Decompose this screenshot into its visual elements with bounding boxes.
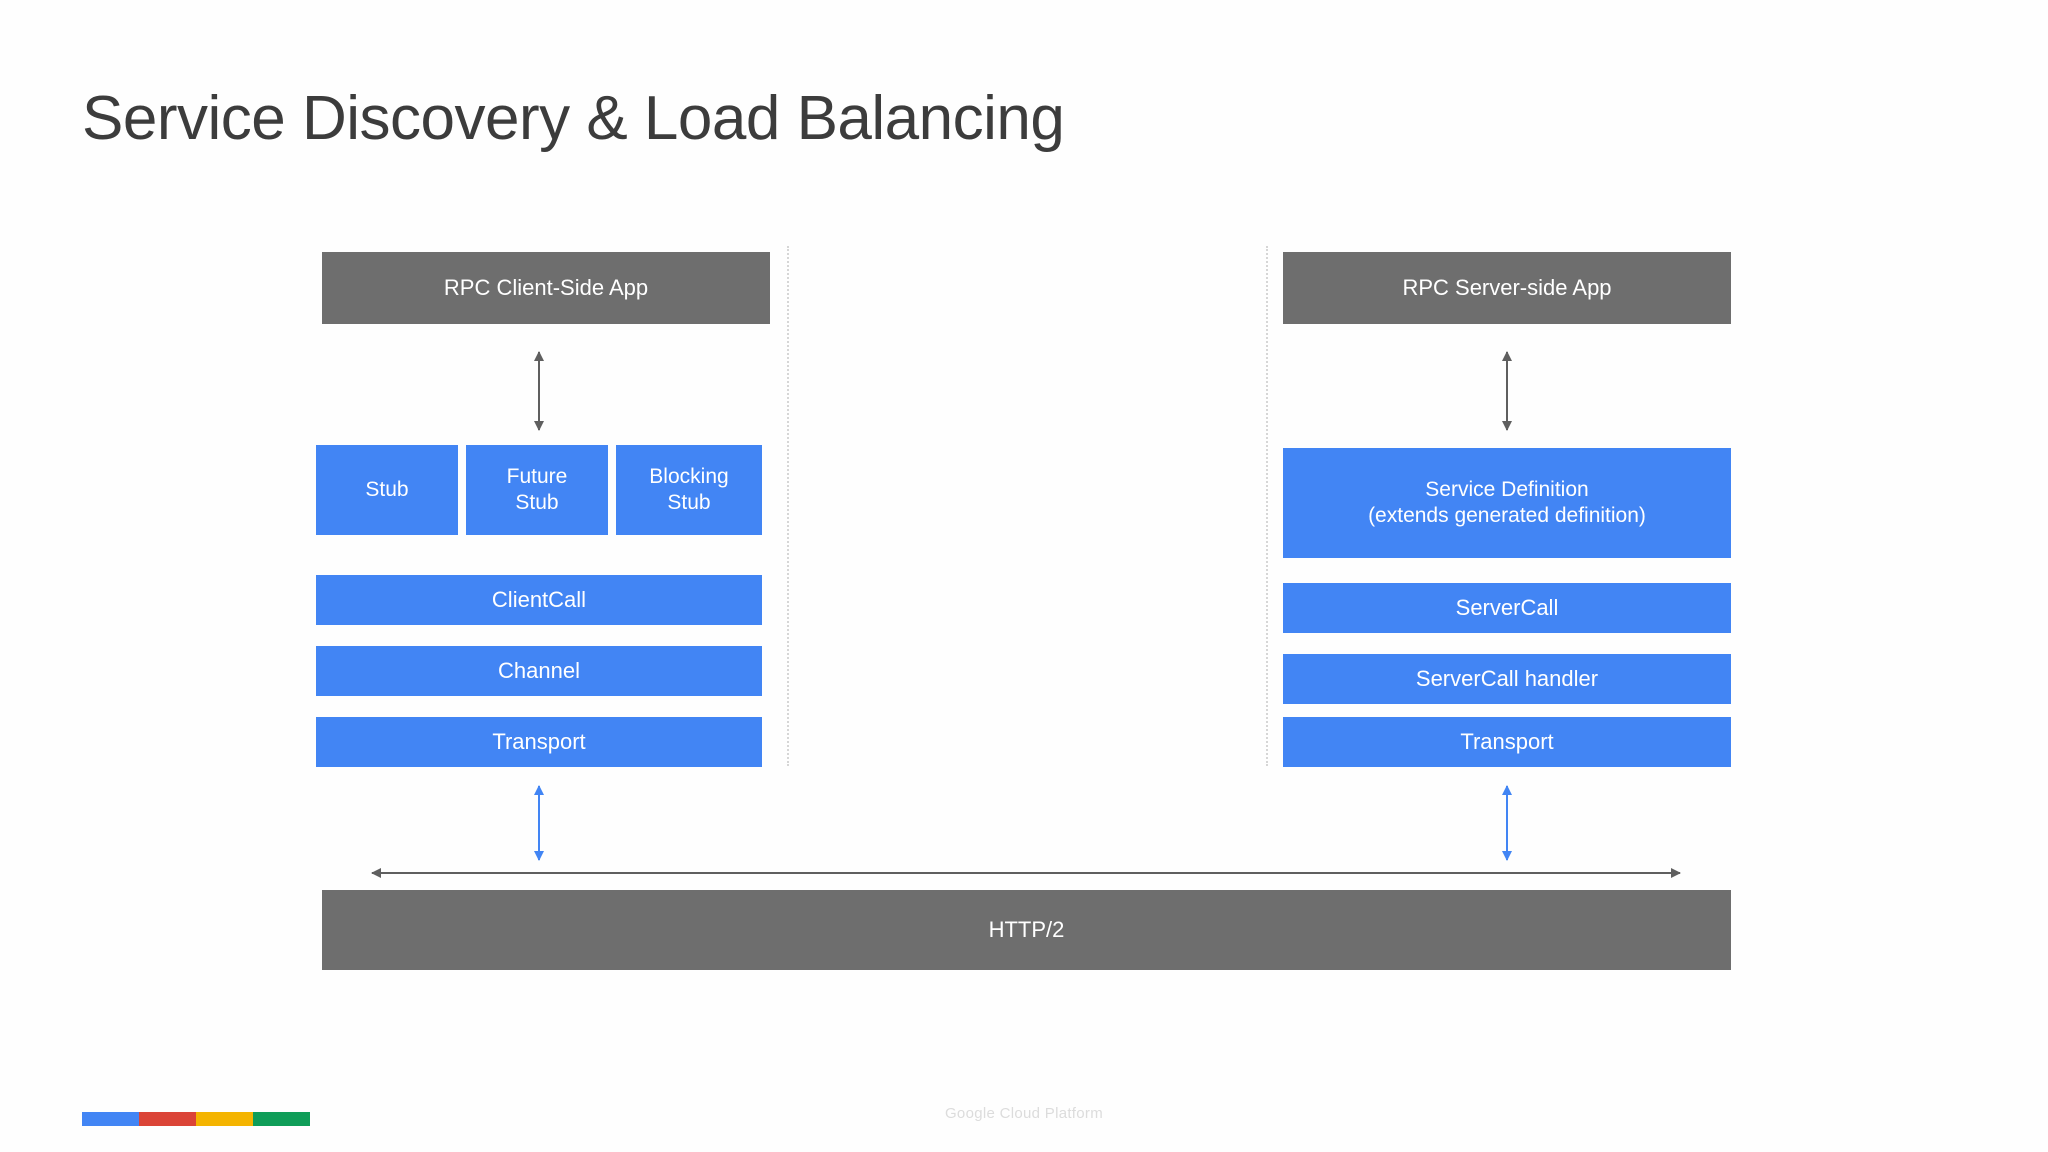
client-stub-label-0-line1: Stub xyxy=(365,478,409,502)
server-service-definition-line1: Service Definition xyxy=(1425,478,1589,502)
client-stub-box-1[interactable]: Future Stub xyxy=(466,445,608,535)
client-layer-clientcall[interactable]: ClientCall xyxy=(316,575,762,625)
server-app-box[interactable]: RPC Server-side App xyxy=(1283,252,1731,324)
server-service-definition-box[interactable]: Service Definition (extends generated de… xyxy=(1283,448,1731,558)
client-app-box[interactable]: RPC Client-Side App xyxy=(322,252,770,324)
client-transport-http2-arrow xyxy=(533,785,545,861)
server-service-definition-line2: (extends generated definition) xyxy=(1368,504,1646,527)
server-layer-servercall[interactable]: ServerCall xyxy=(1283,583,1731,633)
client-layer-transport[interactable]: Transport xyxy=(316,717,762,767)
server-app-label: RPC Server-side App xyxy=(1402,274,1612,300)
client-layer-label-0: ClientCall xyxy=(491,586,587,612)
client-stub-box-2[interactable]: Blocking Stub xyxy=(616,445,762,535)
logo-segment-green xyxy=(253,1112,310,1126)
logo-segment-blue xyxy=(82,1112,139,1126)
http2-bar[interactable]: HTTP/2 xyxy=(322,890,1731,970)
logo-segment-yellow xyxy=(196,1112,253,1126)
server-layer-label-0: ServerCall xyxy=(1455,594,1559,620)
client-stub-label-1-line1: Future xyxy=(506,465,568,489)
client-app-label: RPC Client-Side App xyxy=(443,274,649,300)
footer-text: Google Cloud Platform xyxy=(944,1105,1104,1122)
client-layer-channel[interactable]: Channel xyxy=(316,646,762,696)
client-layer-label-1: Channel xyxy=(498,657,580,683)
client-stub-label-2-line1: Blocking xyxy=(649,465,729,489)
server-layer-label-2: Transport xyxy=(1460,728,1554,754)
server-transport-http2-arrow xyxy=(1501,785,1513,861)
client-layer-label-2: Transport xyxy=(492,728,586,754)
client-app-stub-arrow xyxy=(533,351,545,431)
server-layer-servercall-handler[interactable]: ServerCall handler xyxy=(1283,654,1731,704)
divider-client-boundary xyxy=(787,246,789,766)
server-layer-transport[interactable]: Transport xyxy=(1283,717,1731,767)
client-stub-label-1-line2: Stub xyxy=(515,491,559,514)
page-title: Service Discovery & Load Balancing xyxy=(82,84,1065,153)
http2-label: HTTP/2 xyxy=(988,916,1065,942)
logo-segment-red xyxy=(139,1112,196,1126)
http2-span-arrow xyxy=(371,866,1681,880)
client-stub-label-2-line2: Stub xyxy=(667,491,711,514)
client-stub-box-0[interactable]: Stub xyxy=(316,445,458,535)
divider-server-boundary xyxy=(1266,246,1268,766)
server-layer-label-1: ServerCall handler xyxy=(1415,665,1599,691)
google-logo-bar xyxy=(82,1112,310,1126)
server-app-definition-arrow xyxy=(1501,351,1513,431)
